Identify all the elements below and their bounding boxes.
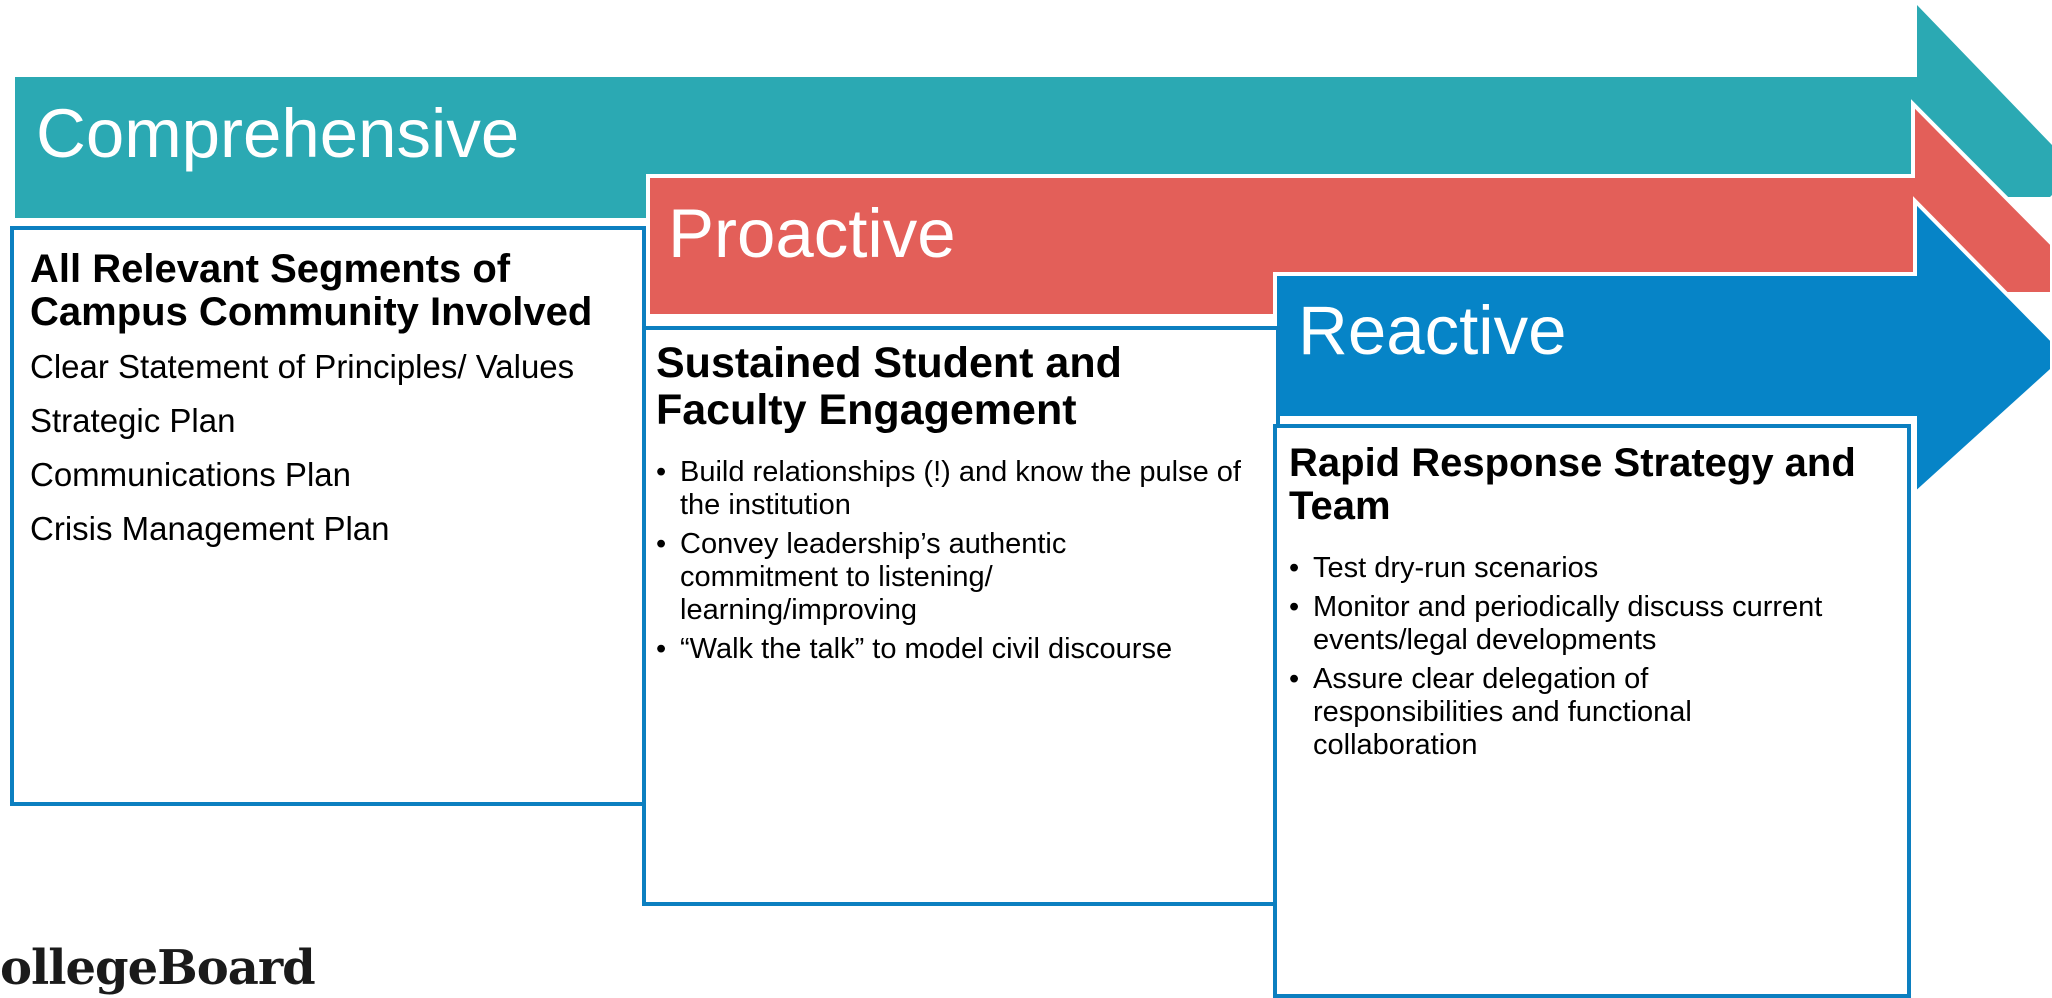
- reactive-heading: Rapid Response Strategy and Team: [1289, 441, 1856, 528]
- comprehensive-box: All Relevant Segments of Campus Communit…: [10, 226, 646, 806]
- reactive-bullet: • Test dry-run scenarios: [1289, 552, 1599, 584]
- proactive-heading: Sustained Student and Faculty Engagement: [656, 339, 1122, 434]
- comprehensive-title: Comprehensive: [36, 95, 520, 172]
- comprehensive-heading: All Relevant Segments of Campus Communit…: [30, 247, 593, 334]
- proactive-bullet: • Convey leadership’s authentic commitme…: [656, 528, 1067, 626]
- comprehensive-arrow: [15, 5, 2052, 218]
- proactive-box: Sustained Student and Faculty Engagement…: [642, 326, 1280, 906]
- proactive-title: Proactive: [668, 195, 956, 272]
- comprehensive-item: Strategic Plan: [30, 402, 236, 439]
- comprehensive-item: Crisis Management Plan: [30, 510, 390, 547]
- collegeboard-logo: ollegeBoard: [0, 940, 316, 996]
- proactive-bullet: • Build relationships (!) and know the p…: [656, 456, 1241, 521]
- reactive-bullet: • Assure clear delegation of responsibil…: [1289, 663, 1692, 761]
- proactive-arrow: [646, 99, 2052, 318]
- reactive-arrow: [1273, 196, 2052, 499]
- proactive-bullet: • “Walk the talk” to model civil discour…: [656, 633, 1173, 665]
- comprehensive-item: Communications Plan: [30, 456, 351, 493]
- reactive-bullet: • Monitor and periodically discuss curre…: [1289, 591, 1823, 656]
- reactive-box: Rapid Response Strategy and Team • Test …: [1273, 424, 1911, 998]
- comprehensive-item: Clear Statement of Principles/ Values: [30, 348, 575, 385]
- reactive-title: Reactive: [1298, 292, 1567, 369]
